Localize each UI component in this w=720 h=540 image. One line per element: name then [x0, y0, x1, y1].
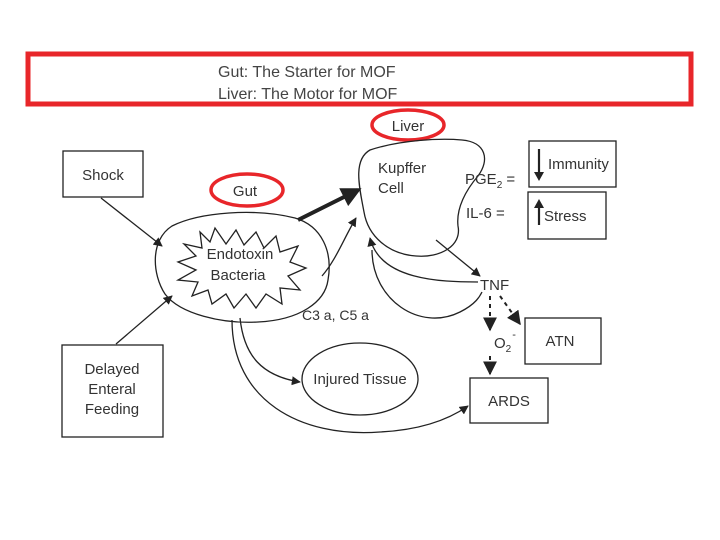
injured-tissue-label: Injured Tissue — [313, 371, 406, 388]
delayed-feeding-node: Delayed Enteral Feeding — [61, 344, 164, 438]
gut-highlight — [209, 172, 285, 208]
arrow-shock-to-gut — [100, 197, 163, 247]
line-kupffer-c3c5 — [371, 249, 483, 319]
title-line-1: Gut: The Starter for MOF — [218, 64, 396, 81]
ards-node: ARDS — [469, 377, 549, 424]
arrow-tnf-to-kupffer — [367, 237, 479, 283]
pge2-subscript: 2 — [497, 180, 503, 191]
c3c5-label: C3 a, C5 a — [302, 307, 369, 323]
gut-label: Gut — [233, 183, 258, 200]
svg-text:O2-: O2- — [494, 329, 516, 355]
pge2-suffix: = — [502, 171, 515, 188]
gut-label-group: Gut — [209, 172, 285, 208]
arrow-gut-to-injured-tissue — [239, 317, 301, 386]
delayed-feeding-line-1: Delayed — [84, 361, 139, 378]
liver-label-group: Liver — [370, 108, 446, 142]
pge2-label: PGE — [465, 171, 497, 188]
ards-label: ARDS — [488, 393, 530, 410]
delayed-feeding-line-2: Enteral — [88, 381, 136, 398]
stress-label: Stress — [544, 208, 587, 225]
liver-label: Liver — [392, 118, 425, 135]
arrow-kupffer-to-tnf — [435, 239, 481, 277]
svg-text:PGE2 =: PGE2 = — [465, 171, 515, 191]
arrow-up-icon — [534, 199, 544, 225]
il6-label: IL-6 = — [466, 205, 505, 222]
arrow-gut-to-ards — [231, 319, 469, 434]
liver-highlight — [370, 108, 446, 142]
immunity-node: Immunity — [528, 140, 617, 188]
atn-label: ATN — [546, 333, 575, 350]
tnf-label: TNF — [480, 277, 509, 294]
o2-label-group: O2- — [494, 329, 516, 355]
connectors — [100, 188, 521, 434]
kupffer-node: Kupffer Cell — [358, 138, 486, 257]
stress-node: Stress — [527, 191, 607, 240]
kupffer-line-1: Kupffer — [378, 160, 426, 177]
injured-tissue-node: Injured Tissue — [301, 342, 419, 416]
arrow-gut-to-kupffer — [297, 188, 362, 222]
kupffer-line-2: Cell — [378, 180, 404, 197]
gut-content-line-1: Endotoxin — [207, 246, 274, 263]
shock-label: Shock — [82, 167, 124, 184]
delayed-feeding-line-3: Feeding — [85, 401, 139, 418]
arrow-gut-to-kupffer-curve — [321, 217, 357, 277]
o2-superscript: - — [512, 329, 516, 341]
o2-subscript: 2 — [506, 344, 512, 355]
atn-node: ATN — [524, 317, 602, 365]
shock-node: Shock — [62, 150, 144, 198]
arrow-tnf-to-atn — [499, 295, 521, 326]
o2-label: O — [494, 335, 506, 352]
immunity-label: Immunity — [548, 156, 609, 173]
title-line-2: Liver: The Motor for MOF — [218, 86, 398, 103]
gut-content-line-2: Bacteria — [210, 267, 266, 284]
title-banner: Gut: The Starter for MOF Liver: The Moto… — [25, 51, 694, 107]
arrow-feeding-to-gut — [115, 295, 173, 345]
pge2-label-group: PGE2 = — [465, 171, 515, 191]
gut-node: Endotoxin Bacteria — [154, 211, 330, 323]
arrow-down-icon — [534, 149, 544, 181]
title-frame — [25, 51, 694, 107]
